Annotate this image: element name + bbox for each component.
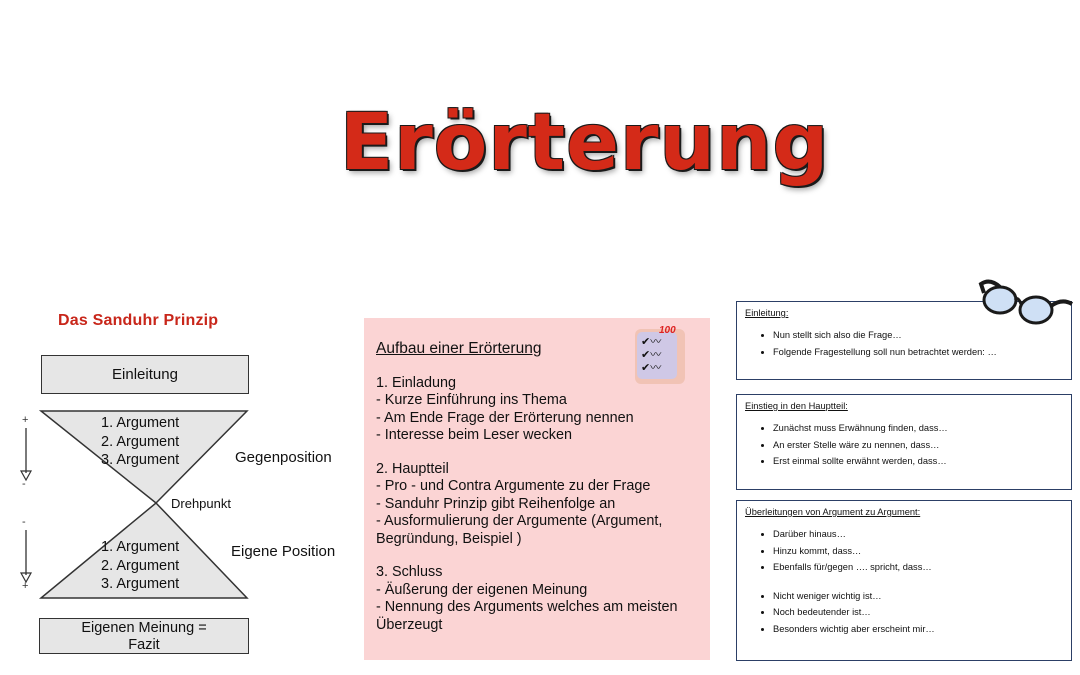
pivot-label: Drehpunkt	[171, 496, 231, 511]
page-title: Erörterung	[340, 98, 830, 188]
card-item: Hinzu kommt, dass…	[773, 543, 1063, 560]
bottom-argument: 1. Argument	[101, 539, 180, 555]
fazit-line: Eigenen Meinung =	[81, 620, 207, 636]
card-item: Noch bedeutender ist…	[773, 604, 1063, 621]
sanduhr-heading: Das Sanduhr Prinzip	[58, 312, 219, 329]
card-item: Nicht weniger wichtig ist…	[773, 588, 1063, 605]
card-item: Besonders wichtig aber erscheint mir…	[773, 621, 1063, 638]
aufbau-line: - Äußerung der eigenen Meinung	[376, 581, 588, 598]
card-hauptteil: Einstieg in den Hauptteil: Zunächst muss…	[736, 394, 1072, 490]
aufbau-section-einleitung: 1. Einladung - Kurze Einführung ins Them…	[376, 375, 698, 445]
plus-sign-top: +	[22, 414, 29, 426]
aufbau-line: - Interesse beim Leser wecken	[376, 427, 572, 443]
card-item: Erst einmal sollte erwähnt werden, dass…	[773, 453, 1063, 470]
top-argument: 3. Argument	[101, 452, 180, 468]
top-arguments: 1. Argument 2. Argument 3. Argument	[101, 414, 179, 470]
aufbau-line: Überzeugt	[376, 616, 443, 633]
card-einleitung: Einleitung: Nun stellt sich also die Fra…	[736, 301, 1072, 380]
bottom-arguments: 1. Argument 2. Argument 3. Argument	[101, 538, 179, 594]
card-title: Einleitung:	[745, 308, 789, 318]
aufbau-title: Aufbau einer Erörterung	[376, 340, 542, 357]
plus-sign-bottom: +	[22, 580, 29, 592]
aufbau-line: - Kurze Einführung ins Thema	[376, 392, 567, 408]
glasses-icon	[978, 279, 1074, 325]
bottom-argument: 2. Argument	[101, 557, 180, 574]
aufbau-line: - Sanduhr Prinzip gibt Reihenfolge an	[376, 495, 616, 512]
minus-sign-top: -	[22, 478, 26, 490]
aufbau-line: 2. Hauptteil	[376, 460, 449, 477]
bottom-argument: 3. Argument	[101, 576, 180, 592]
top-argument: 1. Argument	[101, 415, 180, 431]
aufbau-line: 3. Schluss	[376, 564, 443, 580]
hourglass-bottom	[38, 501, 249, 599]
aufbau-line: - Am Ende Frage der Erörterung nennen	[376, 409, 634, 426]
card-item: Nun stellt sich also die Frage…	[773, 327, 1063, 344]
fazit-box: Eigenen Meinung = Fazit	[39, 618, 249, 654]
eigene-position-label: Eigene Position	[231, 543, 336, 560]
aufbau-section-schluss: 3. Schluss - Äußerung der eigenen Meinun…	[376, 564, 698, 634]
checklist-icon: ✔〰✔〰✔〰 100	[635, 325, 685, 384]
minus-sign-bottom: -	[22, 516, 26, 528]
hourglass-diagram	[19, 410, 249, 599]
card-item: Darüber hinaus…	[773, 526, 1063, 543]
card-item: Ebenfalls für/gegen …. spricht, dass…	[773, 559, 1063, 576]
fazit-line: Fazit	[128, 637, 160, 653]
aufbau-line: - Pro - und Contra Argumente zu der Frag…	[376, 478, 651, 494]
card-item: Zunächst muss Erwähnung finden, dass…	[773, 420, 1063, 437]
gegenposition-label: Gegenposition	[235, 449, 332, 466]
aufbau-line: Begründung, Beispiel )	[376, 530, 522, 547]
aufbau-line: 1. Einladung	[376, 374, 457, 391]
arrow-top-head	[19, 470, 33, 482]
card-item: Folgende Fragestellung soll nun betracht…	[773, 344, 1063, 361]
aufbau-line: - Ausformulierung der Argumente (Argumen…	[376, 513, 663, 529]
aufbau-line: - Nennung des Arguments welches am meist…	[376, 599, 678, 615]
arrow-bottom-head	[19, 572, 33, 584]
intro-box: Einleitung	[41, 355, 249, 394]
top-argument: 2. Argument	[101, 433, 180, 450]
card-ueberleitungen: Überleitungen von Argument zu Argument: …	[736, 500, 1072, 661]
card-item: An erster Stelle wäre zu nennen, dass…	[773, 437, 1063, 454]
hourglass-top	[38, 410, 249, 505]
card-title: Überleitungen von Argument zu Argument:	[745, 507, 921, 517]
card-title: Einstieg in den Hauptteil:	[745, 401, 848, 411]
aufbau-section-hauptteil: 2. Hauptteil - Pro - und Contra Argument…	[376, 461, 698, 549]
hundred-badge: 100	[659, 325, 676, 336]
